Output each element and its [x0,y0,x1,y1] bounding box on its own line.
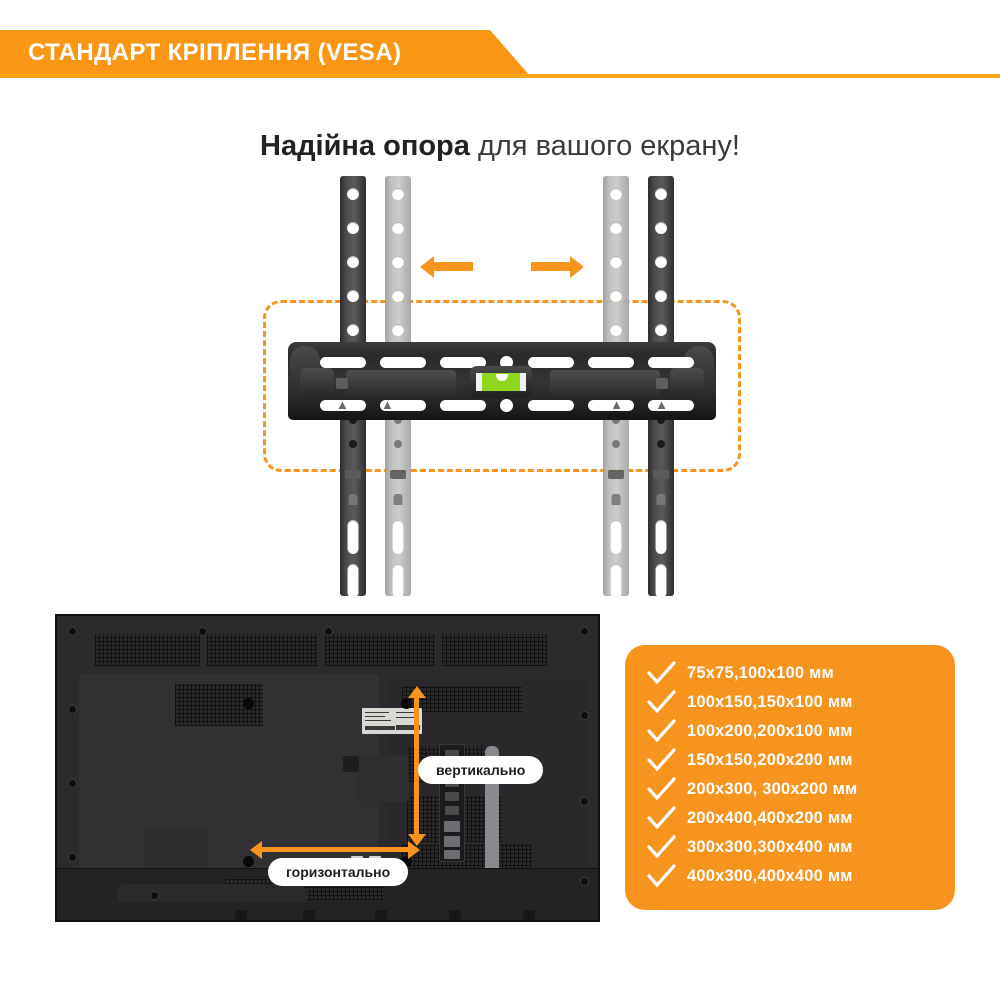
tv-spec-label [362,708,422,734]
banner-title: СТАНДАРТ КРІПЛЕННЯ (VESA) [28,39,402,66]
vesa-size-text: 300x300,300x400 мм [687,838,853,856]
headline-bold: Надійна опора [260,130,470,162]
check-icon [647,776,677,803]
bracket-illustration: ▲ ▲ ▲ ▲ [0,160,1000,600]
headline-light: для вашого екрану! [469,130,740,162]
chevron-up-icon: ▲ [381,397,394,412]
list-item: 300x300,300x400 мм [625,833,955,862]
vesa-hole-top-right [401,698,412,709]
check-icon [647,689,677,716]
list-item: 400x300,400x400 мм [625,862,955,891]
vesa-size-text: 200x300, 300x200 мм [687,780,858,798]
vesa-size-text: 200x400,400x200 мм [687,809,853,827]
check-icon [647,863,677,890]
list-item: 150x150,200x200 мм [625,746,955,775]
arrow-right-icon [524,256,584,278]
vesa-sizes-card: 75x75,100x100 мм 100x150,150x100 мм 100x… [625,645,955,910]
check-icon [647,718,677,745]
list-item: 200x300, 300x200 мм [625,775,955,804]
header-banner: СТАНДАРТ КРІПЛЕННЯ (VESA) [0,30,1000,80]
chevron-up-icon: ▲ [655,397,668,412]
bubble-level-icon [470,366,532,398]
wall-mount-bar: ▲ ▲ ▲ ▲ [288,342,716,420]
vertical-label-pill: вертикально [418,756,544,784]
vesa-size-text: 75x75,100x100 мм [687,664,834,682]
list-item: 100x200,200x100 мм [625,717,955,746]
dashed-highlight-box [263,300,741,472]
banner-underline [0,74,1000,78]
vesa-hole-top-left [243,698,254,709]
check-icon [647,747,677,774]
arrow-left-icon [420,256,480,278]
check-icon [647,660,677,687]
list-item: 100x150,150x100 мм [625,688,955,717]
banner-shape [0,30,530,76]
horizontal-measure-arrow [250,841,420,859]
list-item: 200x400,400x200 мм [625,804,955,833]
vesa-size-text: 400x300,400x400 мм [687,867,853,885]
chevron-up-icon: ▲ [336,397,349,412]
vesa-hole-bottom-right [401,856,412,867]
horizontal-label-pill: горизонтально [268,858,409,886]
check-icon [647,805,677,832]
vesa-hole-bottom-left [243,856,254,867]
vesa-size-text: 100x150,150x100 мм [687,693,853,711]
chevron-up-icon: ▲ [610,397,623,412]
check-icon [647,834,677,861]
page-headline: Надійна опора для вашого екрану! [0,130,1000,163]
vesa-size-text: 150x150,200x200 мм [687,751,853,769]
vesa-size-text: 100x200,200x100 мм [687,722,853,740]
list-item: 75x75,100x100 мм [625,659,955,688]
